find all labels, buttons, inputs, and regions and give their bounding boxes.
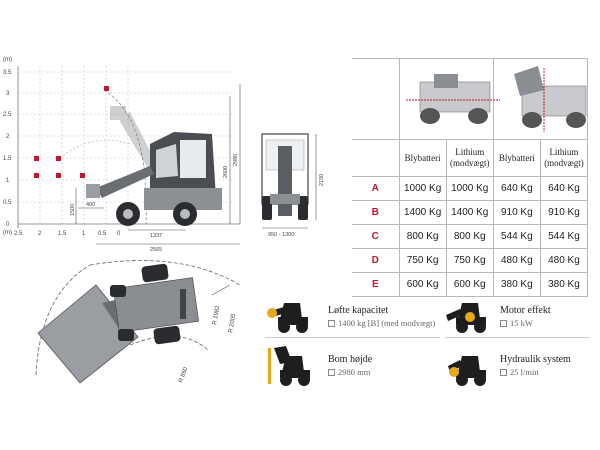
table-cell: 1400 Kg bbox=[445, 200, 494, 225]
turning-radius-diagram: R 1982 R 2005 R 850 bbox=[35, 260, 241, 384]
x-tick: 0.5 bbox=[98, 231, 107, 237]
table-cell: 480 Kg bbox=[539, 248, 589, 273]
checkbox-icon bbox=[500, 319, 507, 327]
x-unit-label: (m) bbox=[3, 230, 12, 236]
y-unit-label: (m) bbox=[3, 57, 12, 63]
table-cell: 544 Kg bbox=[539, 224, 589, 249]
table-row: C 800 Kg 800 Kg 544 Kg 544 Kg bbox=[352, 224, 589, 249]
loader-hydraulic-icon bbox=[448, 356, 486, 386]
row-label: D bbox=[352, 248, 400, 273]
reach-arc bbox=[103, 89, 147, 225]
col-header: Lithium (modvægt) bbox=[445, 139, 494, 177]
table-row: E 600 Kg 600 Kg 380 Kg 380 Kg bbox=[352, 272, 589, 297]
col-header: Blybatteri bbox=[398, 139, 447, 177]
table-row: B 1400 Kg 1400 Kg 910 Kg 910 Kg bbox=[352, 200, 589, 225]
row-label: E bbox=[352, 272, 400, 297]
table-cell: 750 Kg bbox=[398, 248, 447, 273]
x-tick: 0 bbox=[117, 231, 121, 237]
dim-front-width: 950 - 1300 bbox=[268, 232, 294, 238]
row-label: B bbox=[352, 200, 400, 225]
y-tick: 0 bbox=[6, 222, 10, 228]
checkbox-icon bbox=[328, 319, 335, 327]
checkbox-icon bbox=[328, 368, 335, 376]
table-cell: 380 Kg bbox=[539, 272, 589, 297]
loader-side-view bbox=[86, 132, 222, 226]
y-tick: 1 bbox=[6, 178, 10, 184]
table-cell: 910 Kg bbox=[492, 200, 541, 225]
table-cell: 1400 Kg bbox=[398, 200, 447, 225]
table-row: D 750 Kg 750 Kg 480 Kg 480 Kg bbox=[352, 248, 589, 273]
loader-engine-icon bbox=[446, 303, 486, 333]
table-cell: 800 Kg bbox=[398, 224, 447, 249]
y-tick: 1.5 bbox=[3, 156, 12, 162]
load-point-markers bbox=[34, 86, 109, 178]
row-label: A bbox=[352, 176, 400, 201]
table-cell: 480 Kg bbox=[492, 248, 541, 273]
dim-2565: 2565 bbox=[150, 247, 162, 253]
load-capacity-table: Blybatteri Lithium (modvægt) Blybatteri … bbox=[352, 58, 589, 297]
spec-divider bbox=[445, 337, 590, 338]
dim-1500: 1500 bbox=[70, 204, 76, 216]
header-image-high-position bbox=[492, 58, 589, 140]
table-cell: 1000 Kg bbox=[398, 176, 447, 201]
spec-value: 15 kW bbox=[510, 318, 533, 328]
table-cell: 910 Kg bbox=[539, 200, 589, 225]
table-cell: 1000 Kg bbox=[445, 176, 494, 201]
spec-title: Motor effekt bbox=[500, 305, 551, 316]
radius-1982: R 1982 bbox=[212, 305, 221, 326]
loader-low-icon bbox=[405, 73, 500, 124]
loader-capacity-icon bbox=[267, 303, 308, 333]
checkbox-icon bbox=[500, 368, 507, 376]
dim-400: 400 bbox=[86, 202, 95, 208]
y-tick: 0.5 bbox=[3, 200, 12, 206]
y-tick: 3 bbox=[6, 91, 10, 97]
table-cell: 640 Kg bbox=[492, 176, 541, 201]
spec-title: Bom højde bbox=[328, 354, 373, 365]
dim-2980: 2980 bbox=[233, 154, 239, 166]
spec-value: 1400 kg [B] (med modvægt) bbox=[338, 318, 436, 328]
dim-2600: 2600 bbox=[223, 166, 229, 178]
side-view-diagram: (m) 3.5 3 2.5 2 1.5 1 0.5 0 (m) 2.5 2 1.… bbox=[3, 57, 325, 253]
spec-title: Løfte kapacitet bbox=[328, 305, 389, 316]
table-cell: 380 Kg bbox=[492, 272, 541, 297]
spec-hydraulic-system: Hydraulik system 25 l/min bbox=[500, 354, 571, 377]
table-cell: 640 Kg bbox=[539, 176, 589, 201]
front-view bbox=[261, 133, 309, 220]
radius-2005: R 2005 bbox=[228, 313, 237, 334]
loader-boom-height-icon bbox=[268, 346, 310, 386]
x-tick: 2 bbox=[38, 231, 42, 237]
spec-divider bbox=[265, 337, 440, 338]
loader-top-view bbox=[37, 263, 200, 384]
x-tick: 1 bbox=[82, 231, 86, 237]
y-tick: 2 bbox=[6, 134, 10, 140]
table-cell: 750 Kg bbox=[445, 248, 494, 273]
table-cell: 600 Kg bbox=[398, 272, 447, 297]
y-tick: 3.5 bbox=[3, 70, 12, 76]
spec-boom-height: Bom højde 2980 mm bbox=[328, 354, 372, 377]
table-row: A 1000 Kg 1000 Kg 640 Kg 640 Kg bbox=[352, 176, 589, 201]
spec-title: Hydraulik system bbox=[500, 354, 571, 365]
table-corner bbox=[352, 58, 400, 140]
x-tick: 1.5 bbox=[58, 231, 67, 237]
spec-value: 25 l/min bbox=[510, 367, 539, 377]
row-label: C bbox=[352, 224, 400, 249]
table-cell: 544 Kg bbox=[492, 224, 541, 249]
spec-value: 2980 mm bbox=[338, 367, 371, 377]
table-cell: 600 Kg bbox=[445, 272, 494, 297]
dim-front-height: 2150 bbox=[319, 174, 325, 186]
loader-high-icon bbox=[513, 65, 587, 132]
y-tick: 2.5 bbox=[3, 112, 12, 118]
radius-850: R 850 bbox=[178, 366, 189, 384]
spec-lift-capacity: Løfte kapacitet 1400 kg [B] (med modvægt… bbox=[328, 305, 435, 328]
spec-engine-power: Motor effekt 15 kW bbox=[500, 305, 551, 328]
dim-1337: 1337 bbox=[150, 233, 162, 239]
col-header: Blybatteri bbox=[492, 139, 541, 177]
raised-arm-ghost bbox=[110, 106, 158, 172]
col-header: Lithium (modvægt) bbox=[539, 139, 589, 177]
header-image-low-position bbox=[398, 58, 500, 140]
table-cell: 800 Kg bbox=[445, 224, 494, 249]
x-tick: 2.5 bbox=[14, 231, 23, 237]
outer-radius-arc bbox=[89, 260, 241, 286]
